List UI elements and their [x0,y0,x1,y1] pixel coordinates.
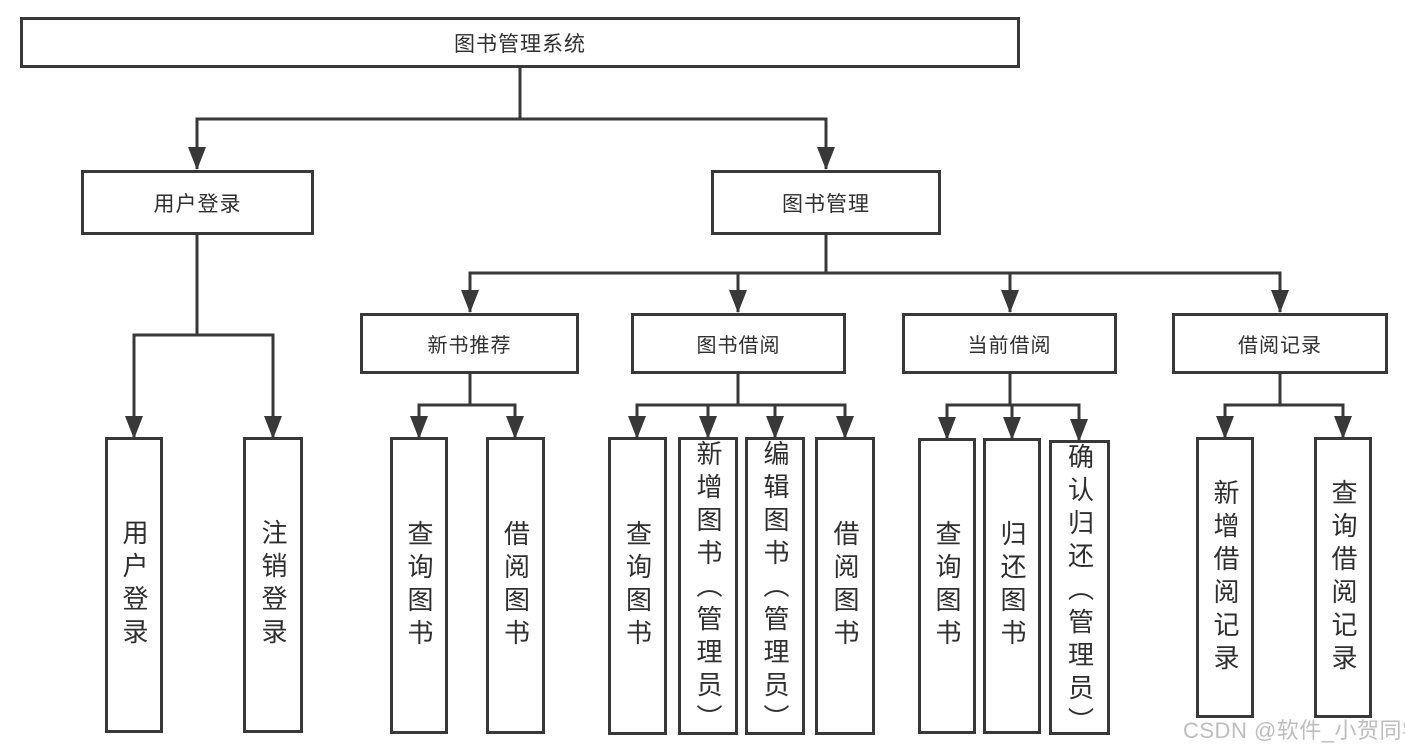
node-new-book-recommend: 新书推荐 [360,313,579,374]
leaf-records-query-record: 查询借阅记录 [1314,437,1372,718]
leaf-current-return-books: 归还图书 [983,438,1041,734]
leaf-borrow-add-books-admin: 新增图书（管理员） [678,437,738,737]
node-book-management: 图书管理 [711,170,941,235]
node-user-login: 用户登录 [81,170,314,235]
leaf-current-query-books: 查询图书 [918,438,976,734]
watermark: CSDN @软件_小贺同学 [1183,718,1405,743]
leaf-current-confirm-return-admin: 确认归还（管理员） [1049,440,1110,740]
leaf-logout-login: 注销登录 [243,437,303,733]
node-root: 图书管理系统 [20,17,1020,68]
leaf-newbook-borrow-books: 借阅图书 [486,437,545,734]
leaf-borrow-edit-books-admin: 编辑图书（管理员） [745,437,805,737]
leaf-borrow-query-books: 查询图书 [608,437,667,735]
leaf-user-login: 用户登录 [105,437,163,733]
leaf-borrow-borrow-books: 借阅图书 [815,437,875,735]
node-borrow-records: 借阅记录 [1172,313,1388,374]
node-book-borrow: 图书借阅 [631,313,846,374]
node-current-borrow: 当前借阅 [902,313,1117,374]
leaf-records-add-record: 新增借阅记录 [1196,437,1254,718]
leaf-newbook-query-books: 查询图书 [390,437,448,734]
